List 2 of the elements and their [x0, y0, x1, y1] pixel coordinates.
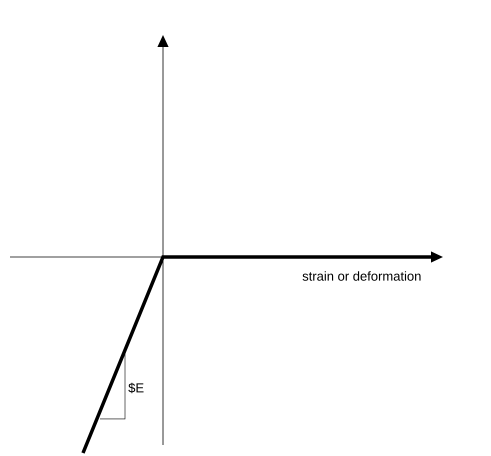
slope-label: $E	[128, 382, 144, 394]
axis-label: strain or deformation	[302, 271, 421, 281]
